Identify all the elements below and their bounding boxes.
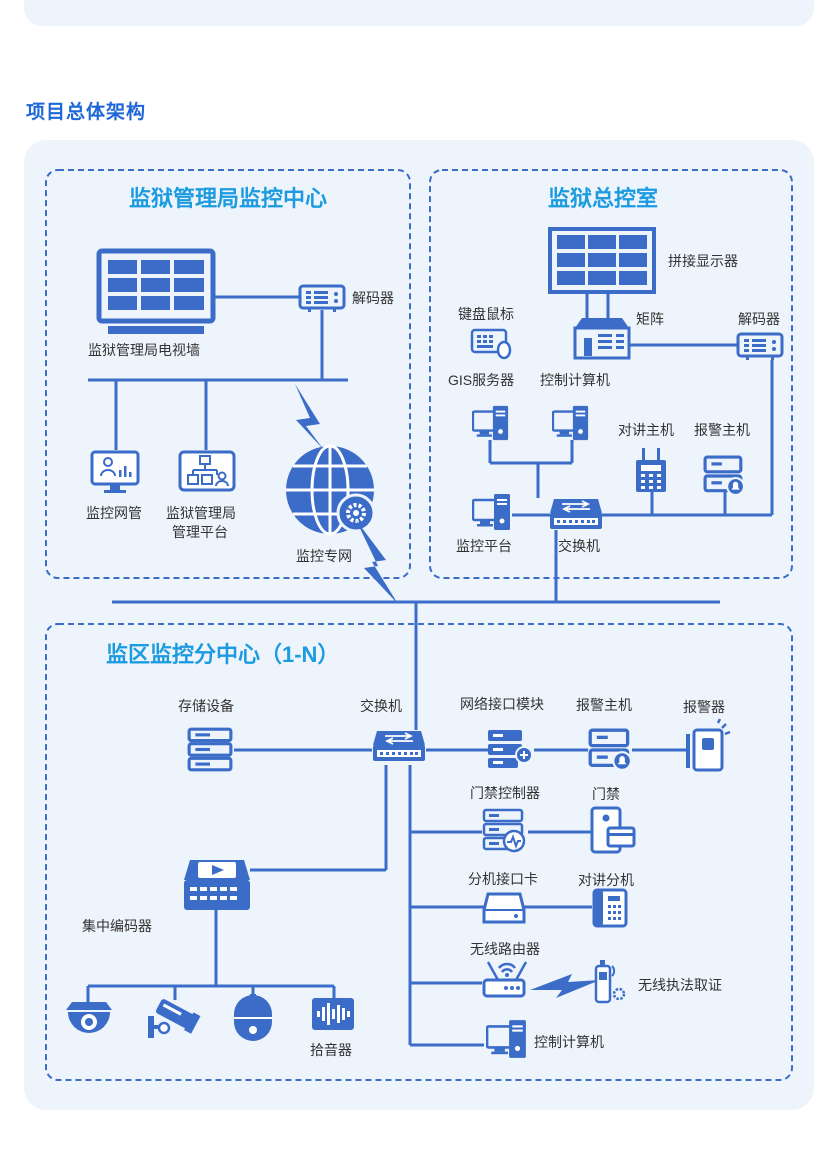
intercom-ext-label: 对讲分机 xyxy=(578,872,634,888)
net-mgmt-icon xyxy=(90,450,140,493)
router-icon xyxy=(482,961,528,998)
door-label: 门禁 xyxy=(592,786,620,802)
door-ctrl-label: 门禁控制器 xyxy=(470,785,540,801)
sub-group-border xyxy=(45,623,793,1081)
gis-server-icon xyxy=(472,404,510,442)
control-pc-icon xyxy=(552,404,590,442)
storage-icon xyxy=(187,727,233,772)
control-title: 监狱总控室 xyxy=(548,186,658,211)
intercom-ext-icon xyxy=(592,888,628,928)
router-label: 无线路由器 xyxy=(470,941,540,957)
sub-title: 监区监控分中心（1-N） xyxy=(106,642,339,667)
monitor-platform-icon xyxy=(472,492,512,532)
bureau-group-border xyxy=(45,169,411,579)
pickup-icon xyxy=(312,998,354,1030)
mgmt-platform-label-2: 管理平台 xyxy=(172,524,228,540)
wireless-evidence-label: 无线执法取证 xyxy=(638,977,722,993)
intercom-host-icon xyxy=(636,448,666,492)
top-card xyxy=(24,0,814,26)
sub-control-pc-icon xyxy=(486,1018,528,1060)
sub-switch-label: 交换机 xyxy=(360,698,402,714)
alarm-icon xyxy=(686,718,731,772)
net-module-icon xyxy=(488,730,533,768)
door-icon xyxy=(590,806,636,854)
bureau-decoder-label: 解码器 xyxy=(352,290,394,306)
control-alarm-host-label: 报警主机 xyxy=(694,422,750,438)
net-module-label: 网络接口模块 xyxy=(460,696,544,712)
private-net-label: 监控专网 xyxy=(296,548,352,564)
net-mgmt-label: 监控网管 xyxy=(86,505,142,521)
storage-label: 存储设备 xyxy=(178,698,234,714)
alarm-label: 报警器 xyxy=(683,699,725,715)
tv-wall-icon xyxy=(99,251,213,334)
tv-wall-label: 监狱管理局电视墙 xyxy=(88,342,200,358)
ext-card-label: 分机接口卡 xyxy=(468,871,538,887)
splice-display-label: 拼接显示器 xyxy=(668,253,738,269)
mgmt-platform-label-1: 监狱管理局 xyxy=(166,505,236,521)
monitor-platform-label: 监控平台 xyxy=(456,538,512,554)
dome-camera-icon xyxy=(66,1002,112,1033)
door-ctrl-icon xyxy=(482,808,526,853)
ptz-camera-icon xyxy=(234,994,272,1041)
gis-server-label: GIS服务器 xyxy=(448,372,514,388)
sub-switch-icon xyxy=(372,730,426,762)
wireless-evidence-icon xyxy=(594,960,626,1004)
ext-card-icon xyxy=(482,892,526,924)
control-decoder-icon xyxy=(736,332,784,362)
control-switch-icon xyxy=(549,498,603,530)
control-switch-label: 交换机 xyxy=(558,538,600,554)
keyboard-mouse-label: 键盘鼠标 xyxy=(458,306,514,322)
control-decoder-label: 解码器 xyxy=(738,311,780,327)
sub-alarm-host-label: 报警主机 xyxy=(576,697,632,713)
control-alarm-host-icon xyxy=(703,455,745,497)
wireless-bolt-icon xyxy=(530,974,600,998)
decoder-icon xyxy=(298,284,346,314)
control-pc-label: 控制计算机 xyxy=(540,372,610,388)
keyboard-mouse-icon xyxy=(470,328,512,360)
splice-display-icon xyxy=(548,227,656,294)
lightning-bolt-icon xyxy=(295,384,398,604)
sub-alarm-host-icon xyxy=(588,728,632,772)
intercom-host-label: 对讲主机 xyxy=(618,422,674,438)
matrix-icon xyxy=(573,318,631,360)
bullet-camera-icon xyxy=(148,999,201,1038)
encoder-label: 集中编码器 xyxy=(82,918,152,934)
bureau-title: 监狱管理局监控中心 xyxy=(129,186,327,211)
matrix-label: 矩阵 xyxy=(636,311,664,327)
encoder-icon xyxy=(184,860,250,910)
pickup-label: 拾音器 xyxy=(310,1042,352,1058)
section-title: 项目总体架构 xyxy=(26,102,147,123)
private-net-globe-icon xyxy=(286,444,376,536)
connection-lines xyxy=(86,290,774,1047)
sub-control-pc-label: 控制计算机 xyxy=(534,1034,604,1050)
mgmt-platform-icon xyxy=(178,450,236,492)
